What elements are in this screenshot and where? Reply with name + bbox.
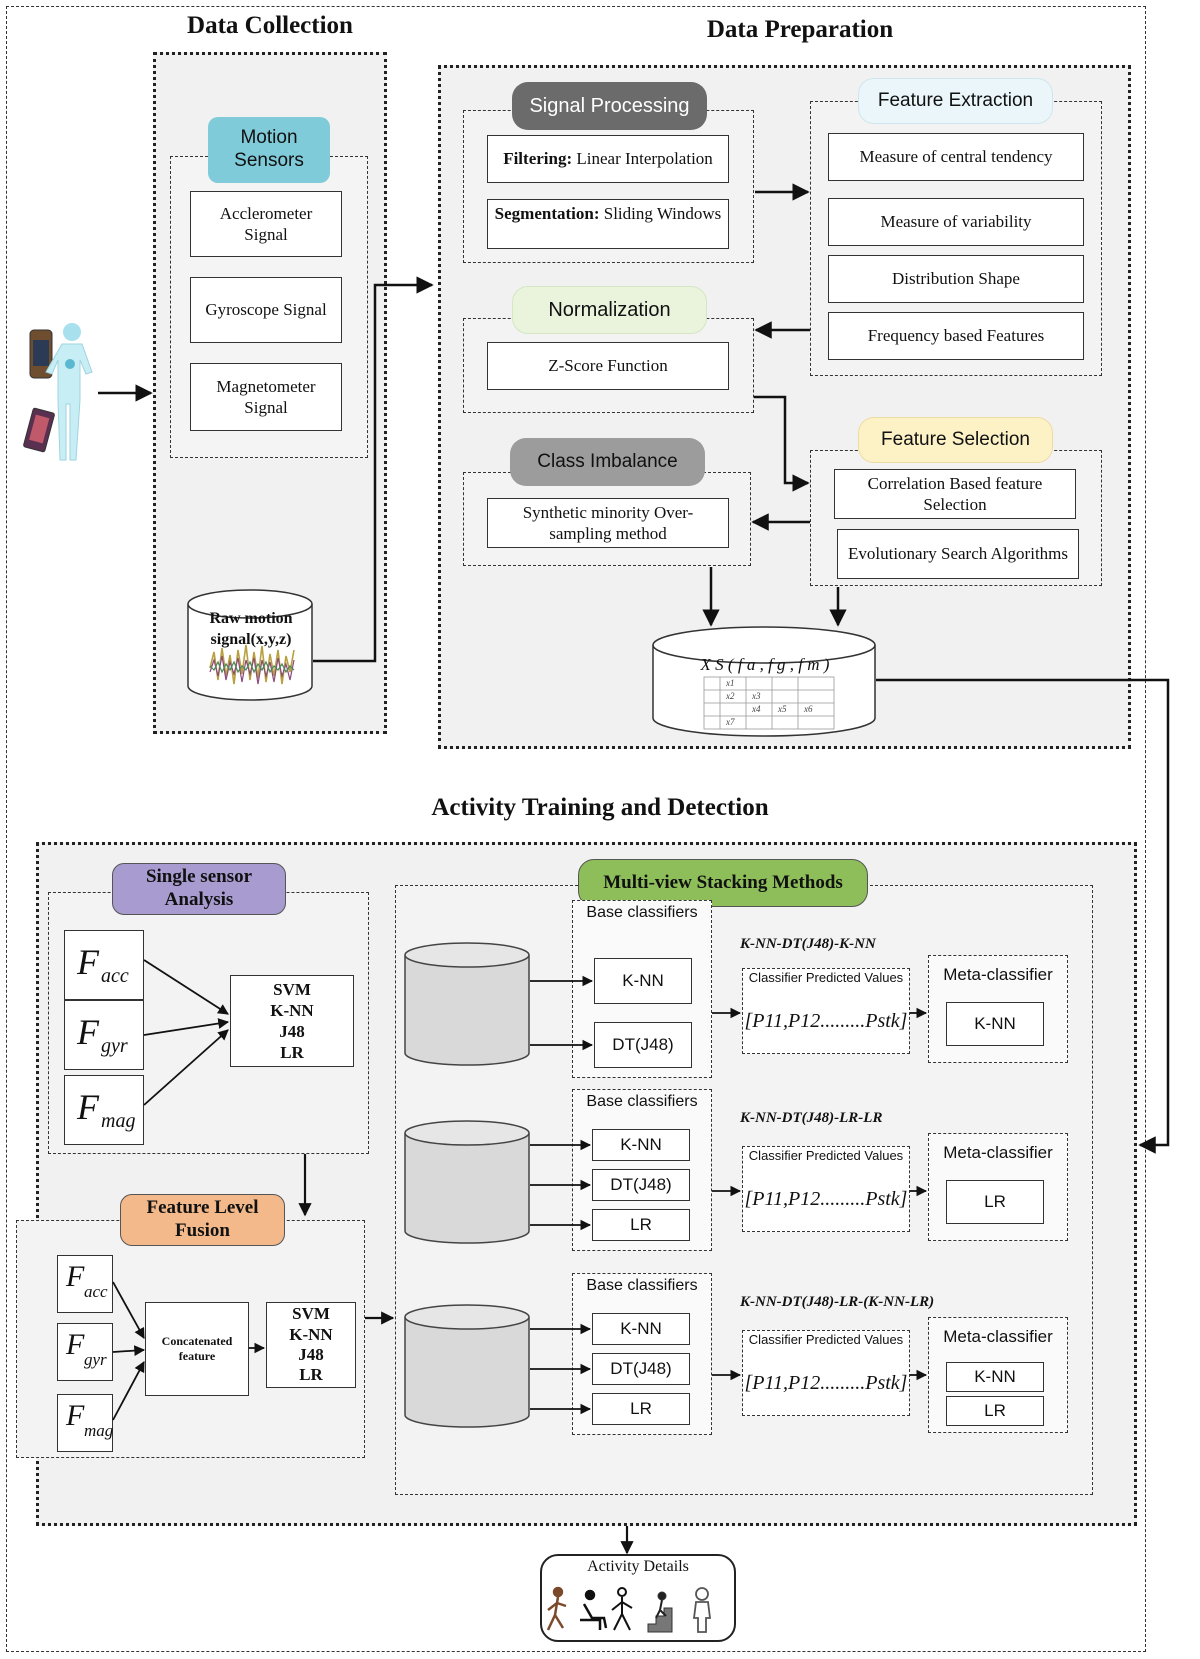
base-classifier-item: LR (592, 1209, 690, 1241)
base-classifier-item: K-NN (592, 1313, 690, 1345)
dataset-table-cells: x1 x2 x3 x4 x5 x6 x7 (722, 677, 832, 729)
meta-classifier-item: K-NN (946, 1002, 1044, 1046)
base-classifiers-label: Base classifiers (586, 1277, 698, 1294)
smote-method: Synthetic minority Over-sampling method (487, 498, 729, 548)
predicted-values-label: Classifier Predicted Values (748, 1148, 904, 1163)
filtering-value: Linear Interpolation (576, 149, 713, 169)
magnetometer-signal: Magnetometer Signal (190, 363, 342, 431)
predicted-values-group (742, 968, 910, 1054)
single-sensor-label: Single sensor Analysis (112, 863, 286, 915)
fe-distribution-shape: Distribution Shape (828, 255, 1084, 303)
concatenated-feature: Concatenated feature (145, 1302, 249, 1396)
fe-central-tendency: Measure of central tendency (828, 133, 1084, 181)
table-cell: x5 (778, 704, 787, 714)
accelerometer-signal: Acclerometer Signal (190, 191, 342, 257)
dataset-formula: X S ( f a , f g , f m ) (700, 655, 830, 674)
normalization-label: Normalization (512, 286, 707, 334)
table-cell: x4 (752, 704, 761, 714)
base-classifier-item: K-NN (592, 1129, 690, 1161)
meta-classifier-item: LR (946, 1180, 1044, 1224)
gyroscope-signal: Gyroscope Signal (190, 277, 342, 343)
segmentation-label: Segmentation: (494, 204, 600, 223)
stacking-label: Multi-view Stacking Methods (578, 859, 868, 907)
fs-evolutionary-search: Evolutionary Search Algorithms (837, 529, 1079, 579)
meta-classifier-item: K-NN (946, 1362, 1044, 1392)
base-classifier-item: DT(J48) (592, 1169, 690, 1201)
signal-processing-label: Signal Processing (512, 82, 707, 130)
zscore-function: Z-Score Function (487, 342, 729, 390)
table-cell: x7 (726, 717, 735, 727)
predicted-values-expression: [P11,P12.........Pstk] (744, 1372, 908, 1394)
fs-correlation-selection: Correlation Based feature Selection (834, 469, 1076, 519)
meta-classifier-item: LR (946, 1396, 1044, 1426)
class-imbalance-label: Class Imbalance (510, 438, 705, 486)
stacking-method-name: K-NN-DT(J48)-LR-(K-NN-LR) (740, 1294, 935, 1310)
fe-frequency-features: Frequency based Features (828, 312, 1084, 360)
base-classifier-item: LR (592, 1393, 690, 1425)
raw-signal-label: Raw motion signal(x,y,z) (209, 610, 293, 648)
motion-sensors-label: Motion Sensors (208, 117, 330, 183)
base-classifier-item: DT(J48) (592, 1353, 690, 1385)
meta-classifier-label: Meta-classifier (943, 1327, 1053, 1346)
stacking-method-name: K-NN-DT(J48)-K-NN (740, 936, 876, 952)
meta-classifier-label: Meta-classifier (943, 965, 1053, 984)
table-cell: x1 (726, 678, 735, 688)
base-classifiers-label: Base classifiers (586, 904, 698, 921)
stacking-method-name: K-NN-DT(J48)-LR-LR (740, 1110, 883, 1126)
meta-classifier-label: Meta-classifier (943, 1143, 1053, 1162)
base-classifiers-label: Base classifiers (586, 1093, 698, 1110)
segmentation-item: Segmentation: Sliding Windows (487, 199, 729, 249)
fusion-label: Feature Level Fusion (120, 1194, 285, 1246)
section-title-data-collection: Data Collection (187, 12, 353, 39)
table-cell: x6 (804, 704, 813, 714)
filtering-item: Filtering: Linear Interpolation (487, 135, 729, 183)
predicted-values-group (742, 1330, 910, 1416)
predicted-values-label: Classifier Predicted Values (748, 1332, 904, 1347)
section-title-data-preparation: Data Preparation (706, 16, 894, 43)
predicted-values-expression: [P11,P12.........Pstk] (744, 1010, 908, 1032)
filtering-label: Filtering: (503, 149, 573, 169)
activity-details-label: Activity Details (587, 1558, 689, 1575)
feature-selection-label: Feature Selection (858, 417, 1053, 463)
base-classifier-item: DT(J48) (594, 1022, 692, 1068)
table-cell: x3 (752, 691, 761, 701)
segmentation-value: Sliding Windows (603, 204, 722, 223)
section-title-training: Activity Training and Detection (431, 794, 769, 821)
base-classifier-item: K-NN (594, 958, 692, 1004)
predicted-values-group (742, 1146, 910, 1232)
predicted-values-expression: [P11,P12.........Pstk] (744, 1188, 908, 1210)
predicted-values-label: Classifier Predicted Values (748, 970, 904, 985)
table-cell: x2 (726, 691, 735, 701)
feature-extraction-label: Feature Extraction (858, 78, 1053, 124)
fe-variability: Measure of variability (828, 198, 1084, 246)
